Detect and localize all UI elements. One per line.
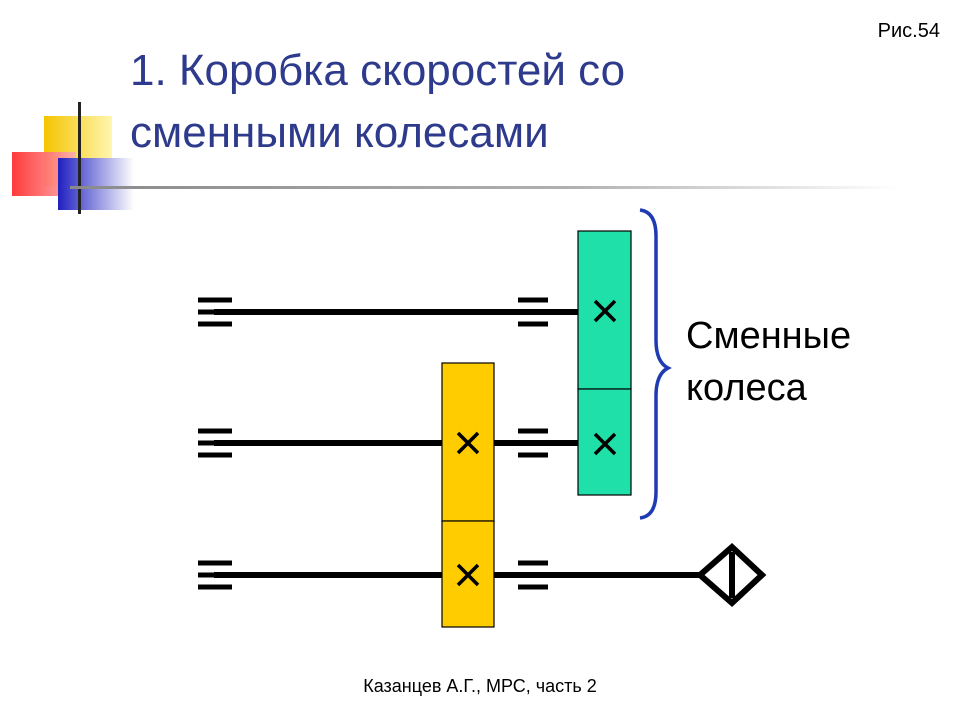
bearings: [198, 297, 548, 590]
bearing-right-2: [518, 428, 548, 458]
decor-square-blue: [58, 158, 134, 210]
page-title: 1. Коробка скоростей со сменными колесам…: [130, 40, 890, 164]
change-gears-label-line-2: колеса: [686, 367, 807, 409]
title-line-2: сменными колесами: [130, 108, 549, 157]
cross-change-lower: [593, 432, 617, 456]
bearing-left-1: [198, 297, 232, 327]
title-line-1: 1. Коробка скоростей со: [130, 46, 626, 95]
bearing-right-3: [518, 560, 548, 590]
bearing-left-2: [198, 428, 232, 458]
figure-number: Рис.54: [877, 20, 940, 42]
footer-author: Казанцев А.Г., МРС, часть 2: [363, 676, 597, 696]
bearing-right-1: [518, 297, 548, 327]
change-gears-label: Сменные колеса: [686, 310, 851, 414]
change-gears: [577, 230, 632, 496]
curly-bracket: [639, 208, 672, 520]
cross-change-upper: [593, 299, 617, 323]
gear-crosses: [456, 299, 617, 587]
decor-vertical-line: [78, 102, 81, 214]
output-diamond-icon: [695, 542, 767, 608]
title-underline: [70, 186, 900, 189]
cross-fixed-lower: [456, 563, 480, 587]
change-gears-label-line-1: Сменные: [686, 315, 852, 357]
cross-fixed-upper: [456, 431, 480, 455]
bearing-left-3: [198, 560, 232, 590]
gear-fixed-lower: [441, 520, 495, 628]
fixed-gears: [441, 362, 495, 628]
